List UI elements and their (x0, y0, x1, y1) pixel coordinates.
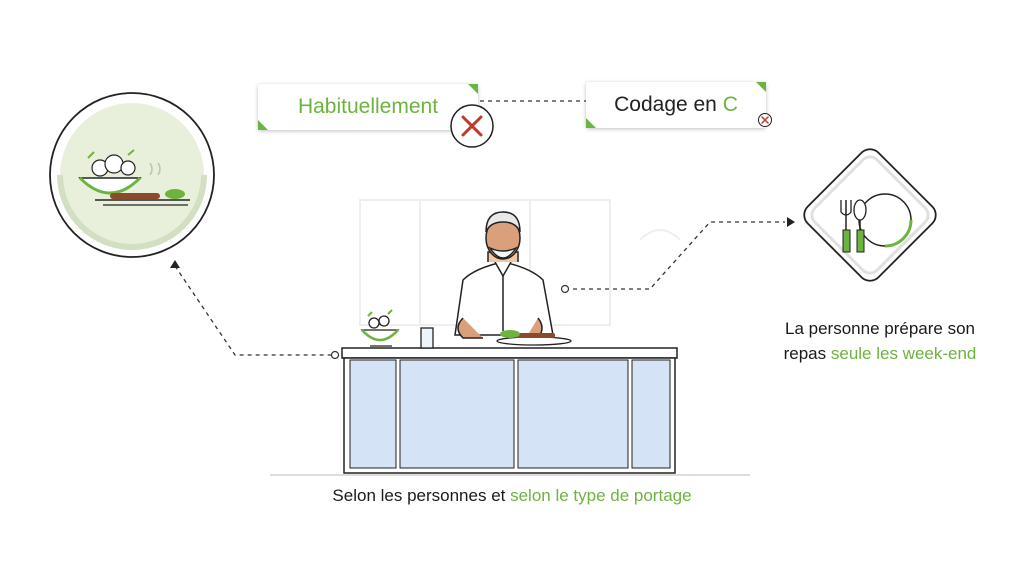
coding-label-prefix: Codage en (614, 93, 723, 116)
counter-items (360, 309, 572, 349)
coding-label-value: C (722, 93, 738, 116)
bottom-caption-prefix: Selon les personnes et (332, 486, 511, 505)
arrow-left-icon (170, 260, 180, 268)
meal-tray-icon (78, 149, 190, 206)
coding-label-corners (586, 82, 766, 128)
usually-label-box: Habituellement (258, 84, 478, 130)
cutlery-plate-icon (840, 193, 913, 253)
coding-label-box: Codage en C (586, 82, 766, 128)
man-figure (454, 211, 554, 339)
right-caption: La personne prépare son repas seule les … (750, 316, 1010, 366)
cross-icon (450, 104, 494, 148)
arrow-right-icon (787, 217, 795, 227)
meal-circle (49, 92, 215, 258)
right-caption-highlight: seule les week-end (830, 344, 977, 363)
usually-label-corners (258, 84, 478, 130)
connector-dot-right (560, 284, 570, 294)
right-caption-prefix: repas (783, 344, 831, 363)
connector-dot-left (330, 350, 340, 360)
connector-lines (174, 100, 785, 356)
small-cross-icon (758, 113, 772, 127)
counter (270, 347, 750, 476)
cutlery-diamond (803, 148, 937, 282)
right-caption-line1: La personne prépare son (785, 319, 975, 338)
right-caption-line2: repas seule les week-end (750, 341, 1010, 366)
bottom-caption-highlight: selon le type de portage (510, 486, 692, 505)
usually-label: Habituellement (297, 95, 439, 118)
bottom-caption: Selon les personnes et selon le type de … (0, 486, 1024, 506)
